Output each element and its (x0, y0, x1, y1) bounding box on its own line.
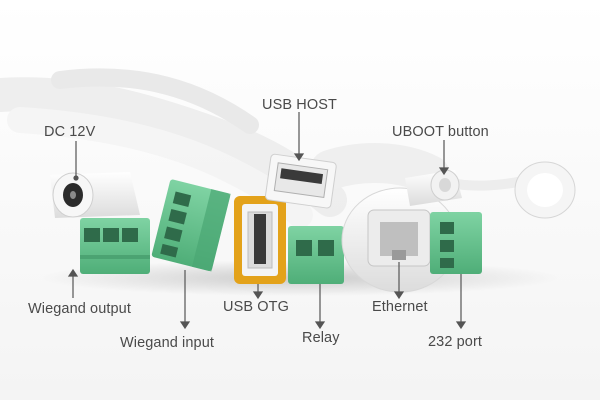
label-wiegand-input: Wiegand input (120, 335, 214, 351)
usb-host-connector (264, 153, 337, 209)
label-wiegand-output: Wiegand output (28, 301, 131, 317)
uboot-button-connector (405, 161, 576, 219)
label-relay: Relay (302, 330, 340, 346)
usb-otg-connector (234, 196, 286, 284)
label-usb-host: USB HOST (262, 97, 337, 113)
callout-arrow-usb-host (293, 153, 305, 162)
callout-arrow-relay (314, 321, 326, 330)
callout-arrow-232-port (455, 321, 467, 330)
label-ethernet: Ethernet (372, 299, 428, 315)
wiegand-input-terminal (151, 179, 231, 272)
callout-arrow-usb-otg (252, 291, 264, 300)
ethernet-connector (341, 187, 459, 293)
label-dc-12v: DC 12V (44, 124, 96, 140)
label-232-port: 232 port (428, 334, 483, 350)
callout-arrow-wiegand-input (179, 321, 191, 330)
callout-arrow-uboot (438, 167, 450, 176)
label-usb-otg: USB OTG (223, 299, 289, 315)
callout-arrow-ethernet (393, 291, 405, 300)
wiegand-output-terminal (80, 218, 150, 274)
callout-arrow-wiegand-output (67, 268, 79, 277)
port-232-terminal (430, 212, 482, 274)
callout-lines (67, 112, 467, 330)
dc-jack-connector (50, 172, 140, 218)
relay-terminal (288, 226, 344, 284)
label-uboot-button: UBOOT button (392, 124, 489, 140)
callout-dot-dc-12v (73, 175, 79, 181)
